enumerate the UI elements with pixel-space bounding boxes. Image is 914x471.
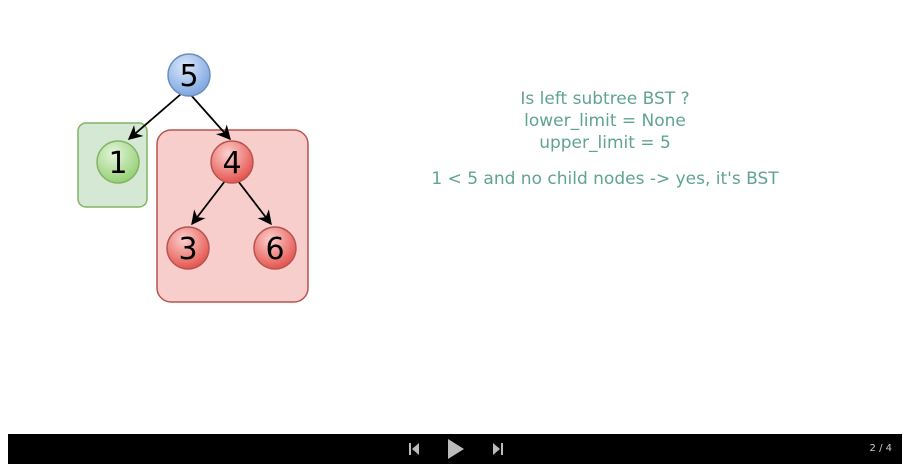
play-button[interactable] — [444, 434, 468, 464]
page-indicator: 2 / 4 — [869, 443, 892, 454]
skip-next-icon — [493, 443, 503, 455]
explanation-conclusion: 1 < 5 and no child nodes -> yes, it's BS… — [431, 169, 779, 189]
explanation-upper-limit: upper_limit = 5 — [539, 133, 671, 153]
skip-previous-icon — [409, 443, 419, 455]
node-right-left: 3 — [166, 226, 210, 270]
previous-slide-button[interactable] — [404, 434, 424, 464]
explanation-spacer — [380, 154, 830, 168]
node-right-right-label: 6 — [265, 232, 284, 267]
bst-diagram: 5 1 4 3 6 — [77, 53, 309, 303]
node-right-right: 6 — [253, 226, 297, 270]
explanation-lower-limit: lower_limit = None — [524, 111, 686, 131]
node-root: 5 — [167, 53, 211, 97]
edge-5-4 — [189, 93, 231, 141]
edge-4-6 — [237, 180, 272, 226]
explanation-text: Is left subtree BST ? lower_limit = None… — [380, 88, 830, 190]
edge-4-3 — [191, 180, 226, 226]
play-icon — [448, 439, 464, 459]
player-controls-bar: 2 / 4 — [8, 434, 902, 464]
node-right-label: 4 — [222, 146, 241, 181]
explanation-question: Is left subtree BST ? — [520, 89, 690, 109]
edge-5-1 — [127, 93, 182, 140]
node-right: 4 — [210, 140, 254, 184]
node-root-label: 5 — [179, 59, 198, 94]
node-right-left-label: 3 — [178, 232, 197, 267]
node-left-label: 1 — [108, 146, 127, 181]
node-left: 1 — [96, 140, 140, 184]
next-slide-button[interactable] — [488, 434, 508, 464]
